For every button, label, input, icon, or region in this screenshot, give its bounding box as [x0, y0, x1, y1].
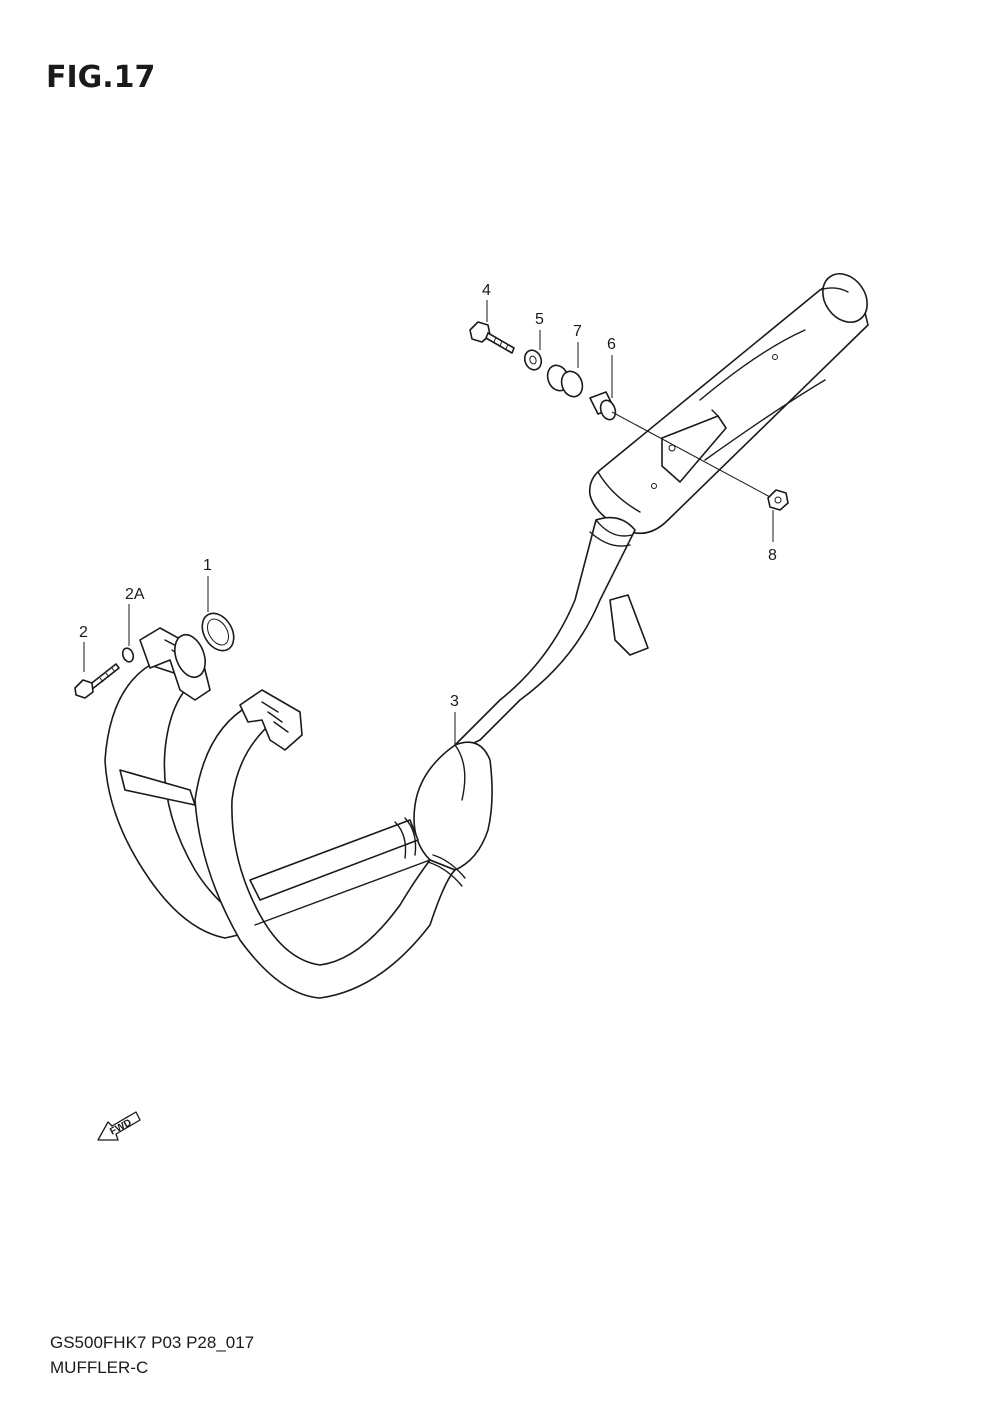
nut-8: [767, 489, 789, 511]
callout-label-3: 3: [450, 693, 459, 710]
washer-5: [523, 349, 543, 371]
bolt-2: [74, 663, 120, 699]
callout-3: 3: [450, 693, 459, 745]
grommet-7: [546, 364, 584, 398]
collar-6: [589, 391, 617, 421]
callout-6: 6: [607, 336, 616, 398]
callout-label-4: 4: [482, 282, 491, 299]
fwd-arrow-icon: FWD: [97, 1111, 141, 1141]
collector-chamber: [413, 741, 493, 871]
fwd-label: FWD: [108, 1117, 133, 1137]
callout-5: 5: [535, 311, 544, 350]
callout-2a: 2A: [125, 586, 145, 646]
gasket-1: [201, 612, 235, 652]
exhaust-clamp-right: [239, 689, 303, 751]
diagram-name: MUFFLER-C: [50, 1358, 149, 1377]
muffler-canister: [588, 273, 869, 535]
link-pipe: [454, 516, 649, 753]
diagram-code: GS500FHK7 P03 P28_017: [50, 1333, 255, 1352]
callout-7: 7: [573, 323, 582, 368]
callout-1: 1: [203, 557, 212, 612]
mount-assembly-line: [611, 411, 771, 498]
callout-label-5: 5: [535, 311, 544, 328]
callout-4: 4: [482, 282, 491, 322]
callout-2: 2: [79, 624, 88, 672]
exhaust-clamp-left: [139, 627, 211, 701]
header-pipes: [104, 664, 466, 999]
callout-label-2a: 2A: [125, 586, 145, 603]
callout-8: 8: [768, 510, 777, 564]
callout-label-6: 6: [607, 336, 616, 353]
bolt-4: [469, 321, 515, 354]
callout-label-7: 7: [573, 323, 582, 340]
figure-title: FIG.17: [46, 60, 156, 95]
callout-label-8: 8: [768, 547, 777, 564]
washer-2a: [121, 647, 135, 663]
callout-label-1: 1: [203, 557, 212, 574]
callout-label-2: 2: [79, 624, 88, 641]
